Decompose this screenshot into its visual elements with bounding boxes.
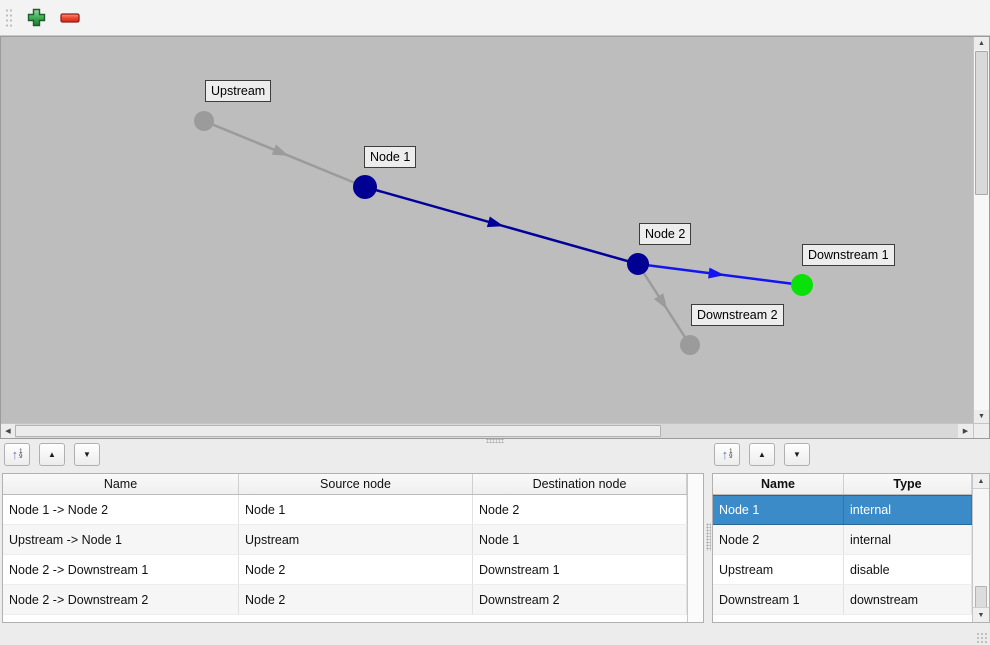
node-label-downstream-2[interactable]: Downstream 2 (691, 304, 784, 326)
triangle-up-icon: ▲ (48, 449, 56, 459)
nodes-move-down-button[interactable]: ▼ (784, 443, 810, 466)
table-cell: Upstream -> Node 1 (3, 525, 239, 554)
table-cell: Node 2 (473, 495, 687, 524)
scrollbar-corner (973, 423, 989, 438)
column-header-type[interactable]: Type (844, 474, 972, 494)
remove-button[interactable] (56, 4, 84, 32)
graph-node-downstream-1[interactable] (791, 274, 813, 296)
column-header-source-node[interactable]: Source node (239, 474, 473, 494)
add-button[interactable] (22, 4, 50, 32)
scroll-down-icon[interactable]: ▼ (974, 410, 989, 423)
table-cell: internal (844, 525, 972, 554)
window-resize-grip[interactable] (976, 632, 987, 643)
table-cell: Downstream 2 (473, 585, 687, 614)
table-cell: Node 1 -> Node 2 (3, 495, 239, 524)
remove-node-icon (60, 12, 80, 23)
table-cell: Node 2 (239, 555, 473, 584)
canvas-horizontal-scrollbar[interactable]: ◀ ▶ (1, 423, 973, 438)
canvas-vertical-scrollbar[interactable]: ▲ ▼ (973, 37, 989, 423)
table-cell: Node 2 -> Downstream 2 (3, 585, 239, 614)
table-cell: Node 1 (713, 496, 844, 524)
edge-arrow-icon (486, 216, 504, 228)
edges-move-down-button[interactable]: ▼ (74, 443, 100, 466)
canvas-tables-splitter[interactable] (486, 438, 504, 443)
node-label-upstream[interactable]: Upstream (205, 80, 272, 102)
scroll-up-icon[interactable]: ▲ (974, 37, 989, 50)
node-label-downstream-1[interactable]: Downstream 1 (802, 244, 895, 266)
main-toolbar (0, 0, 990, 36)
toolbar-drag-handle[interactable] (4, 6, 12, 29)
edge-arrow-icon (708, 267, 725, 279)
table-cell: Node 1 (473, 525, 687, 554)
scroll-down-icon[interactable]: ▼ (973, 607, 989, 622)
graph-node-node-2[interactable] (627, 253, 649, 275)
edges-move-up-button[interactable]: ▲ (39, 443, 65, 466)
triangle-down-icon: ▼ (793, 449, 801, 459)
scroll-left-icon[interactable]: ◀ (1, 424, 15, 438)
table-cell: Node 1 (239, 495, 473, 524)
graph-node-upstream[interactable] (194, 111, 214, 131)
table-cell: Node 2 -> Downstream 1 (3, 555, 239, 584)
table-cell: internal (844, 496, 972, 524)
tables-splitter[interactable] (706, 523, 711, 551)
vertical-scrollbar-thumb[interactable] (975, 51, 988, 195)
edge-arrow-icon (654, 293, 668, 310)
nodes-table-scrollbar[interactable]: ▲ ▼ (972, 474, 989, 622)
edge-arrow-icon (271, 144, 289, 156)
column-header-name[interactable]: Name (3, 474, 239, 494)
node-label-node-2[interactable]: Node 2 (639, 223, 692, 245)
table-cell: Upstream (239, 525, 473, 554)
add-node-icon (27, 8, 45, 27)
scroll-up-icon[interactable]: ▲ (973, 474, 989, 489)
table-cell: disable (844, 555, 972, 584)
node-label-node-1[interactable]: Node 1 (364, 146, 417, 168)
graph-node-downstream-2[interactable] (680, 335, 700, 355)
table-cell: Node 2 (713, 525, 844, 554)
table-cell: Downstream 1 (473, 555, 687, 584)
column-header-destination-node[interactable]: Destination node (473, 474, 687, 494)
table-cell: Downstream 1 (713, 585, 844, 614)
triangle-up-icon: ▲ (758, 449, 766, 459)
graph-node-node-1[interactable] (353, 175, 377, 199)
nodes-move-up-button[interactable]: ▲ (749, 443, 775, 466)
graph (194, 111, 813, 355)
table-cell: Upstream (713, 555, 844, 584)
table-cell: Node 2 (239, 585, 473, 614)
triangle-down-icon: ▼ (83, 449, 91, 459)
table-cell: downstream (844, 585, 972, 614)
edges-table-scrollbar-gutter (687, 474, 703, 622)
scroll-right-icon[interactable]: ▶ (958, 424, 973, 438)
horizontal-scrollbar-thumb[interactable] (15, 425, 661, 437)
column-header-name[interactable]: Name (713, 474, 844, 494)
